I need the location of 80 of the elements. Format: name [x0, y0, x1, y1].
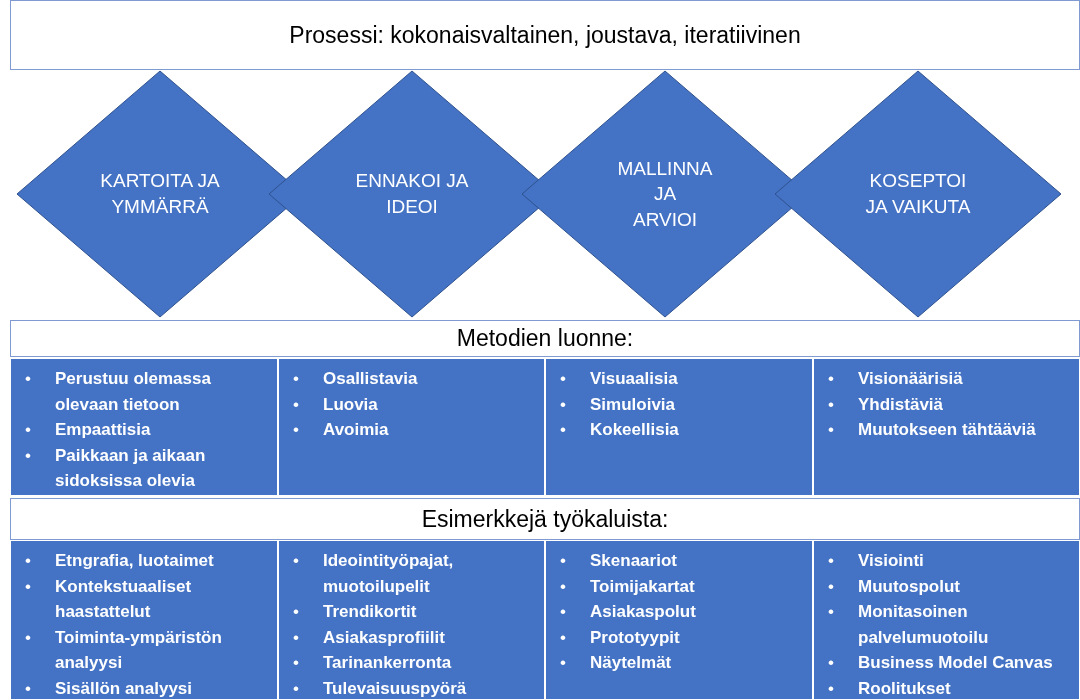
- list-item: Luovia: [323, 393, 378, 416]
- list-item: Business Model Canvas: [858, 652, 1053, 674]
- bullet: •: [25, 626, 32, 649]
- bullet: •: [25, 575, 32, 598]
- bullet: •: [828, 677, 835, 700]
- list-item: Visuaalisia: [590, 368, 678, 390]
- list-item: Tarinankerronta: [323, 652, 452, 674]
- list-cell: [545, 358, 813, 496]
- list-item: Kokeellisia: [590, 419, 679, 441]
- bullet: •: [560, 419, 567, 441]
- diamond-label: MALLINNA JA ARVIOI: [616, 156, 714, 232]
- bullet: •: [293, 652, 300, 674]
- bullet: •: [828, 368, 835, 390]
- bullet: •: [25, 368, 32, 390]
- bullet: •: [293, 601, 300, 623]
- list-item: Perustuu olemassa olevaan tietoon: [55, 368, 212, 416]
- list-cell: [545, 540, 813, 700]
- bullet: •: [293, 419, 300, 441]
- bullet: •: [293, 677, 300, 700]
- list-item: Muutospolut: [858, 575, 960, 598]
- bullet: •: [560, 652, 567, 674]
- list-item: Empaattisia: [55, 419, 151, 441]
- list-cell: [10, 358, 278, 496]
- bullet: •: [293, 393, 300, 416]
- bullet: •: [25, 419, 32, 441]
- heading-text: Esimerkkejä työkaluista:: [421, 504, 669, 534]
- list-item: Asiakasprofiilit: [323, 626, 445, 649]
- bullet: •: [560, 368, 567, 390]
- diamond-label: KARTOITA JA YMMÄRRÄ: [99, 169, 221, 219]
- list-item: Paikkaan ja aikaan sidoksissa olevia: [55, 444, 207, 492]
- list-item: Kontekstuaaliset haastattelut: [55, 575, 193, 623]
- bullet: •: [560, 393, 567, 416]
- list-item: Simuloivia: [590, 393, 676, 416]
- bullet: •: [828, 601, 835, 623]
- bullet: •: [25, 550, 32, 572]
- list-item: Etngrafia, luotaimet: [55, 550, 214, 572]
- bullet: •: [560, 575, 567, 598]
- bullet: •: [560, 601, 567, 623]
- bullet: •: [293, 550, 300, 572]
- heading-band: [10, 498, 1080, 540]
- list-item: Prototyypit: [590, 626, 680, 649]
- heading-text: Metodien luonne:: [456, 324, 634, 354]
- bullet: •: [828, 652, 835, 674]
- list-item: Toimijakartat: [590, 575, 695, 598]
- list-item: Visiointi: [858, 550, 924, 572]
- list-item: Toiminta-ympäristön analyysi: [55, 626, 223, 674]
- bullet: •: [293, 368, 300, 390]
- list-item: Asiakaspolut: [590, 601, 696, 623]
- list-item: Roolitukset: [858, 677, 951, 700]
- list-item: Visionäärisiä: [858, 368, 963, 390]
- list-item: Trendikortit: [323, 601, 417, 623]
- list-item: Sisällön analyysi: [55, 677, 192, 700]
- bullet: •: [293, 626, 300, 649]
- heading-text: Prosessi: kokonaisvaltainen, joustava, iteratiivinen: [289, 20, 801, 50]
- list-cell: [813, 358, 1080, 496]
- list-cell: [813, 540, 1080, 700]
- diamond-label: ENNAKOI JA IDEOI: [354, 169, 470, 219]
- bullet: •: [828, 550, 835, 572]
- list-item: Muutokseen tähtääviä: [858, 419, 1036, 441]
- list-item: Tulevaisuuspyörä: [323, 677, 467, 700]
- list-cell: [278, 358, 545, 496]
- list-item: Osallistavia: [323, 368, 418, 390]
- list-item: Skenaariot: [590, 550, 677, 572]
- heading-band: [10, 320, 1080, 357]
- heading-band: [10, 0, 1080, 70]
- list-cell: [278, 540, 545, 700]
- diamond-label: KOSEPTOI JA VAIKUTA: [864, 169, 972, 219]
- bullet: •: [828, 419, 835, 441]
- bullet: •: [25, 677, 32, 700]
- list-item: Avoimia: [323, 419, 389, 441]
- bullet: •: [560, 550, 567, 572]
- bullet: •: [828, 575, 835, 598]
- bullet: •: [25, 444, 32, 467]
- bullet: •: [828, 393, 835, 416]
- list-item: Ideointityöpajat, muotoilupelit: [323, 550, 455, 598]
- list-item: Yhdistäviä: [858, 393, 944, 416]
- list-cell: [10, 540, 278, 700]
- bullet: •: [560, 626, 567, 649]
- list-item: Näytelmät: [590, 652, 672, 674]
- list-item: Monitasoinen palvelumuotoilu: [858, 601, 990, 649]
